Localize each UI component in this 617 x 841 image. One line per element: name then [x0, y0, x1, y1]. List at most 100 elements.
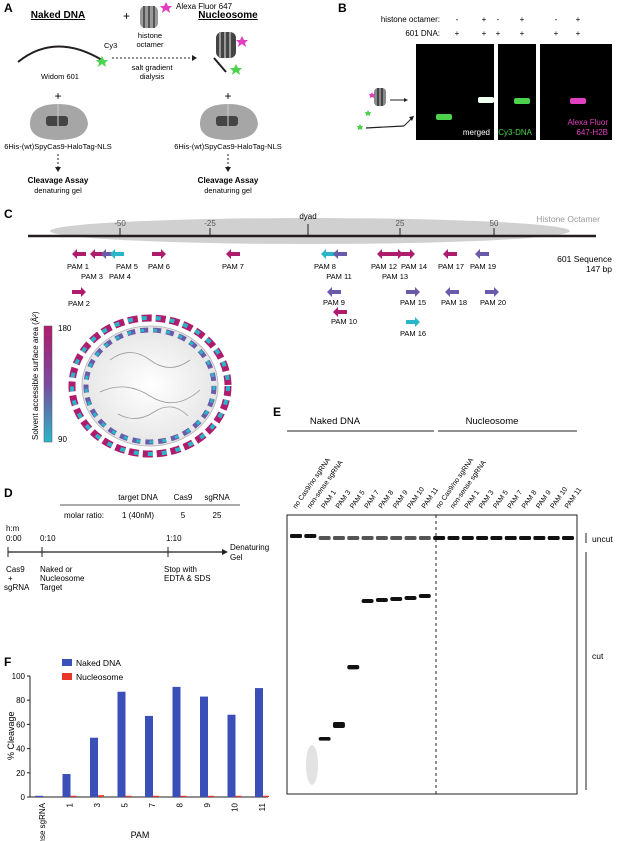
pam-arrow	[445, 287, 459, 297]
step2-line2: Nucleosome	[40, 574, 85, 583]
nucleosome-structure-image	[68, 314, 232, 458]
uncut-band	[461, 536, 474, 540]
naked-dna-title: Naked DNA	[31, 10, 85, 21]
bar-naked-dna	[172, 686, 181, 797]
nucleosome-magenta-star-icon	[236, 36, 248, 47]
sequence-length-label: 147 bp	[586, 264, 612, 274]
cut-band	[332, 722, 345, 728]
time-0: 0:00	[6, 534, 22, 543]
pam-label: PAM 18	[441, 298, 467, 307]
cas9-icon-left	[30, 104, 88, 140]
band-merged-free	[436, 114, 452, 120]
pam-arrow	[152, 249, 166, 259]
sign-row-2: + + + + + +	[455, 29, 581, 38]
bar-nucleosome	[235, 795, 242, 797]
pam-label: PAM 1	[67, 262, 89, 271]
magenta-star-icon	[160, 2, 172, 13]
cut-band	[418, 594, 431, 598]
header-target-dna: target DNA	[118, 493, 158, 502]
legend-label-nucleosome: Nucleosome	[76, 672, 124, 682]
cleavage-assay-right: Cleavage Assay	[198, 176, 259, 185]
gel-smear	[306, 745, 318, 785]
bar-naked-dna	[227, 714, 236, 797]
panel-a: A Naked DNA Nucleosome Cy3 Widom 601 + A…	[4, 1, 282, 195]
octamer-label: octamer	[136, 40, 164, 49]
tick-label: 25	[396, 219, 405, 228]
timeline-arrowhead	[222, 549, 228, 555]
uncut-band	[347, 536, 360, 540]
bar-naked-dna	[255, 688, 263, 797]
bars	[35, 686, 269, 797]
bar-naked-dna	[145, 715, 153, 797]
pam-label: PAM 16	[400, 329, 426, 338]
panel-d-letter: D	[4, 486, 13, 500]
assay-arrowhead-right	[225, 167, 231, 172]
pam-arrow	[333, 249, 347, 259]
cy3-label: Cy3	[104, 41, 117, 50]
band-cy3	[514, 98, 530, 104]
bar-naked-dna	[62, 774, 71, 797]
histone-octamer-ellipse	[50, 218, 570, 244]
pam-arrow	[377, 249, 391, 259]
bar-naked-dna	[90, 737, 98, 797]
pam-arrow	[321, 249, 335, 259]
legend-swatch-naked	[62, 659, 72, 666]
salt-label: salt gradient	[132, 63, 174, 72]
panel-c: C -50 -25 dyad 25 50 Histone Octamer 601…	[4, 207, 612, 458]
time-10: 0:10	[40, 534, 56, 543]
panel-f-letter: F	[4, 655, 11, 669]
plus-sign-right: +	[224, 89, 231, 103]
header-cas9: Cas9	[174, 493, 193, 502]
pam-arrow	[475, 249, 489, 259]
legend: Naked DNA Nucleosome	[62, 658, 124, 682]
pam-label: PAM 15	[400, 298, 426, 307]
bar-naked-dna	[35, 795, 43, 797]
tick-label: -25	[204, 219, 216, 228]
pam-label: PAM 5	[116, 262, 138, 271]
colorbar-max: 180	[58, 324, 72, 333]
nucleosome-green-star-icon	[230, 64, 242, 75]
band-merged-nuc	[478, 97, 494, 103]
pam-arrow	[90, 249, 104, 259]
gel-label-cy3: Cy3-DNA	[498, 128, 532, 137]
uncut-band	[404, 536, 417, 540]
sign: +	[482, 15, 487, 24]
step2-line3: Target	[40, 583, 63, 592]
colorbar-gradient	[43, 325, 53, 443]
colorbar-title: Solvent accessible surface area (Å²)	[31, 311, 40, 440]
end-label-2: Gel	[230, 553, 243, 562]
colorbar-min: 90	[58, 435, 67, 444]
ratio-target: 1 (40nM)	[122, 511, 154, 520]
pam-label: PAM 2	[68, 299, 90, 308]
cas9-label-right: 6His-(wt)SpyCas9-HaloTag-NLS	[174, 142, 282, 151]
pam-arrow	[401, 249, 415, 259]
free-dna-marker-icon	[357, 116, 414, 130]
pam-arrow	[406, 287, 420, 297]
cleavage-assay-left: Cleavage Assay	[28, 176, 89, 185]
uncut-band	[562, 536, 574, 540]
cut-band	[361, 599, 374, 603]
uncut-band	[304, 534, 317, 538]
alexa-label: Alexa Fluor 647	[176, 2, 233, 11]
widom-label: Widom 601	[41, 72, 79, 81]
x-tick-label: non-sense sgRNA	[38, 802, 47, 841]
pam-arrow	[101, 249, 115, 259]
cut-band	[318, 737, 331, 741]
bar-nucleosome	[180, 795, 187, 797]
pam-label: PAM 3	[81, 272, 103, 281]
sequence-label: 601 Sequence	[557, 254, 612, 264]
green-star-icon	[96, 56, 108, 67]
time-70: 1:10	[166, 534, 182, 543]
dialysis-arrowhead	[192, 55, 197, 61]
pam-arrow	[327, 287, 341, 297]
tick-label: -50	[114, 219, 126, 228]
legend-label-naked: Naked DNA	[76, 658, 121, 668]
x-tick-label: 9	[203, 802, 212, 807]
cut-band	[375, 598, 388, 602]
pam-label: PAM 19	[470, 262, 496, 271]
hm-label: h:m	[6, 524, 20, 533]
x-tick-label: 8	[176, 802, 185, 807]
gel-label-h2b: 647-H2B	[576, 128, 608, 137]
bar-nucleosome	[153, 795, 159, 797]
